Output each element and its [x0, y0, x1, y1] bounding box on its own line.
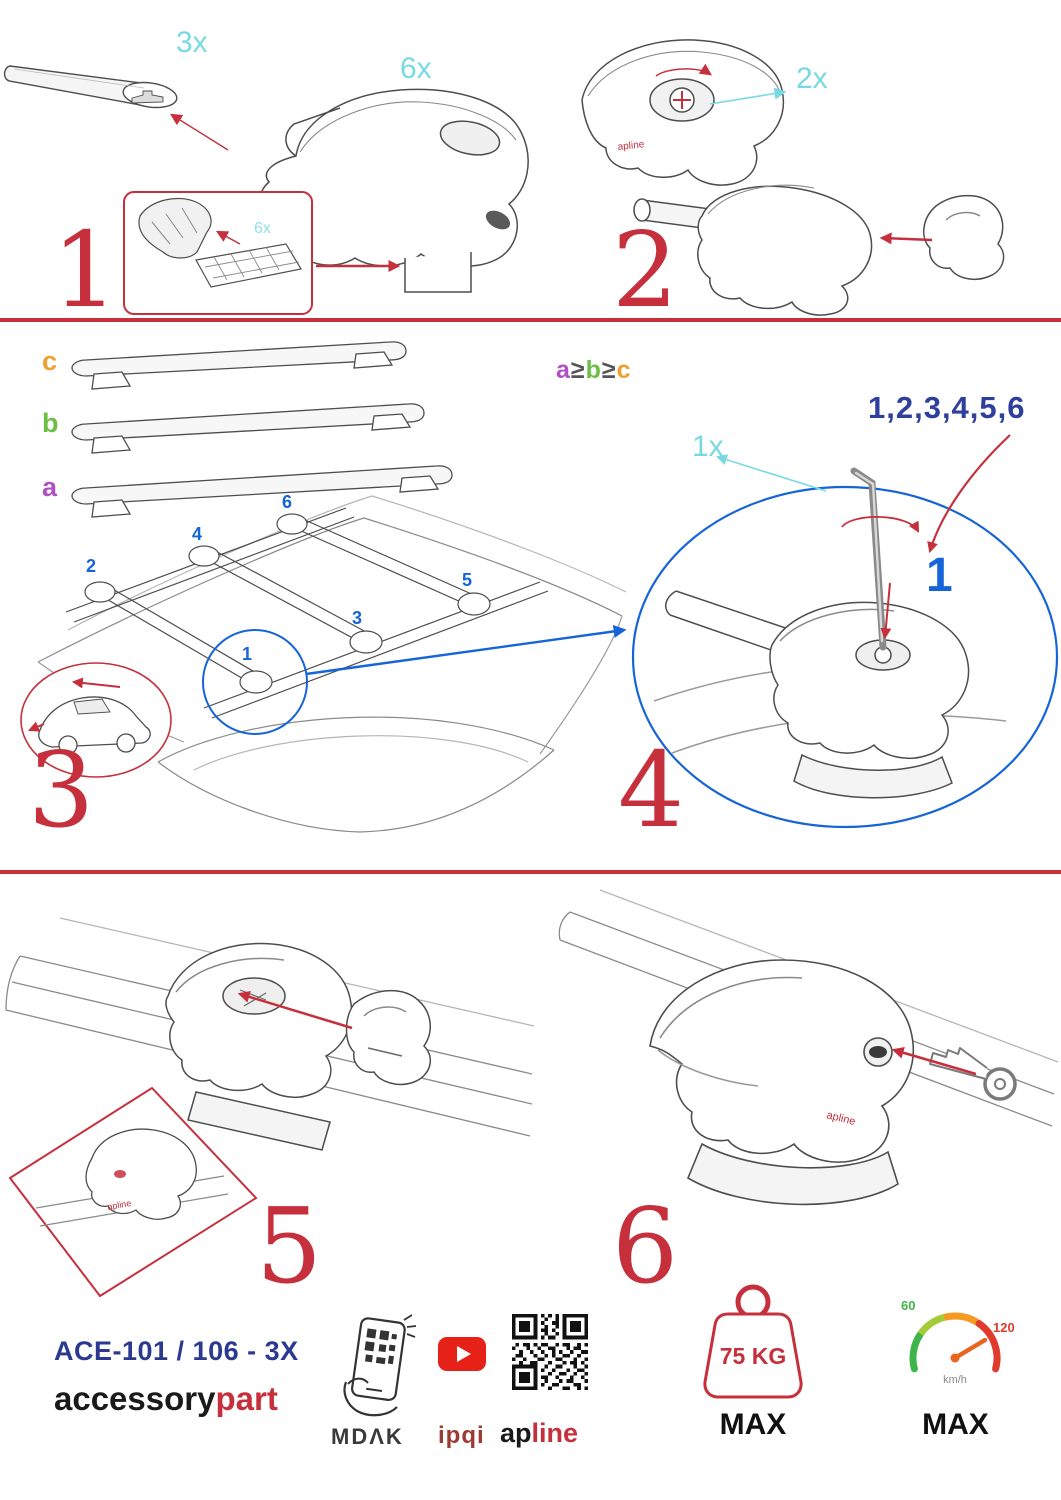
step5-illustration: apline: [5, 917, 535, 1298]
allen-key-drawing: [850, 467, 887, 651]
foot-quantity-label: 6x: [400, 52, 432, 85]
brand-part: part: [215, 1380, 278, 1417]
step-6-number: 6: [612, 1185, 679, 1307]
pad-callout: [123, 191, 313, 315]
tool-qty-arrow: [715, 454, 827, 492]
step-3-number: 3: [28, 729, 95, 851]
zoom-link-arrow: [305, 624, 627, 676]
rule-ge-1: ≥: [570, 356, 586, 384]
section-divider-top: [0, 318, 1061, 322]
apline-line: line: [531, 1418, 579, 1448]
key-insert-arrow: [891, 1046, 977, 1076]
length-rule-label: a≥b≥c: [556, 356, 632, 385]
torque-arrow: [841, 516, 920, 533]
mdak-logo-text: MDΛK: [331, 1424, 404, 1449]
claw-insert-arrow: [237, 991, 353, 1030]
apline-qr-code: [512, 1314, 588, 1390]
rule-c: c: [616, 356, 632, 384]
key-drawing: [929, 1047, 1017, 1101]
inset-callout-drawing: apline: [8, 1086, 258, 1298]
sequence-arrow: [927, 434, 1011, 554]
bar-pointer-arrow: [169, 113, 229, 151]
lock-foot-drawing: [581, 39, 785, 186]
mdak-phone-qr-icon: [343, 1314, 417, 1417]
step-5-number: 5: [256, 1185, 323, 1307]
position-5-label: 5: [462, 570, 473, 590]
step6-illustration: apline: [558, 889, 1059, 1206]
step1-illustration: [3, 65, 529, 315]
apline-brand-mark: apline: [107, 1198, 132, 1212]
bar-a-label: a: [42, 472, 58, 502]
step-2-number: 2: [612, 209, 679, 331]
position-1-label: 1: [242, 644, 253, 664]
roof-scene-drawing: [37, 495, 627, 833]
tighten-arrow: [880, 582, 892, 640]
bar-b-label: b: [42, 408, 59, 438]
claw-part-drawing: [345, 989, 432, 1086]
lock-quantity-label: 2x: [796, 62, 828, 95]
brand-accessory: accessory: [54, 1380, 216, 1417]
zoom-foot-drawing: [653, 590, 1007, 799]
step3-illustration: [20, 341, 627, 833]
speedometer-needle: [952, 1337, 988, 1361]
speed-limit-icon: 60 120 km/h: [901, 1298, 1015, 1386]
max-weight-icon: 75 KG: [703, 1284, 803, 1399]
speed-unit-label: km/h: [943, 1374, 967, 1386]
speed-high-label: 120: [993, 1320, 1015, 1335]
endcap-assembly-drawing: [633, 184, 1005, 316]
step4-illustration: [631, 434, 1059, 829]
position-3-label: 3: [352, 608, 363, 628]
bar-c-label: c: [42, 346, 58, 376]
ipqi-logo-text: ipqi: [438, 1422, 485, 1449]
apline-brand-mark: apline: [617, 139, 645, 153]
crossbar-drawing: [3, 65, 178, 109]
weight-max-label: MAX: [719, 1408, 787, 1441]
step2-illustration: apline: [581, 39, 1005, 316]
foot-lock-drawing: apline: [649, 959, 915, 1206]
speed-max-label: MAX: [922, 1408, 989, 1441]
tightening-sequence-label: 1,2,3,4,5,6: [868, 390, 1026, 425]
section-divider-bottom: [0, 870, 1061, 874]
apline-logo-text: apline: [500, 1418, 578, 1449]
bar-a-drawing: [71, 465, 453, 518]
bar-b-drawing: [71, 403, 425, 454]
pad-quantity-label: 6x: [254, 220, 271, 237]
foot-drawing: [258, 88, 529, 293]
position-4-label: 4: [192, 524, 203, 544]
car-direction-callout: [20, 662, 172, 778]
bar-c-drawing: [71, 341, 407, 390]
tool-quantity-label: 1x: [692, 430, 724, 463]
rule-b: b: [585, 356, 602, 384]
step-4-number: 4: [618, 729, 685, 851]
apline-ap: ap: [500, 1418, 532, 1448]
accessorypart-logo: accessorypart: [54, 1380, 278, 1418]
position-6-label: 6: [282, 492, 293, 512]
lock-qty-arrow: [709, 87, 787, 105]
speed-low-label: 60: [901, 1298, 915, 1313]
position1-highlight-circle: [202, 629, 308, 735]
weight-value: 75 KG: [720, 1343, 786, 1369]
model-code: ACE-101 / 106 - 3X: [54, 1336, 299, 1366]
bar-quantity-label: 3x: [176, 26, 208, 59]
position-2-label: 2: [86, 556, 97, 576]
rule-ge-2: ≥: [601, 356, 617, 384]
first-position-number: 1: [926, 549, 953, 602]
foot-open-drawing: [165, 942, 353, 1151]
youtube-icon: [438, 1337, 486, 1371]
endcap-insert-arrow: [879, 232, 933, 245]
rule-a: a: [556, 356, 571, 384]
step-1-number: 1: [52, 209, 119, 331]
